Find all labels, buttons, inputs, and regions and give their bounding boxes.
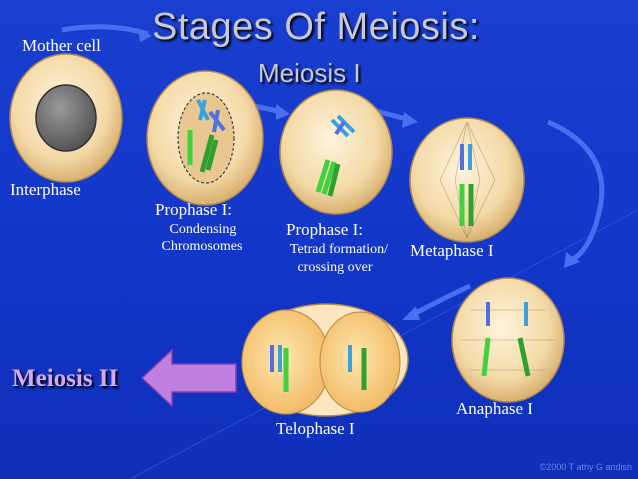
prophase1-condensing-cell [146,70,264,206]
slide-title: Stages Of Meiosis: [152,6,480,48]
nuclear-envelope [177,92,235,184]
label-telophase1: Telophase I [276,419,355,438]
prophase1-tetrad-cell [279,89,393,215]
slide-subtitle: Meiosis I [258,58,361,88]
separating-chromosomes [481,302,531,377]
label-interphase: Interphase [10,180,81,199]
arrow-1 [61,24,149,37]
telophase1-cells [241,303,409,417]
label-meiosis-ii: Meiosis II [12,365,119,392]
label-prophase1a-line2: Chromosomes [161,239,243,254]
telophase-chromosomes [270,345,367,392]
label-mother-cell: Mother cell [22,36,101,55]
metaphase1-cell [409,117,525,243]
tetrad [315,114,356,197]
chromosome [187,99,226,173]
label-prophase1b-line2: crossing over [297,260,373,275]
nucleus [35,84,97,152]
label-prophase1b: Prophase I: [286,220,363,239]
interphase-cell [9,53,123,183]
daughter-cell-right [319,311,401,413]
arrow-4 [546,119,605,263]
label-anaphase1: Anaphase I [456,399,533,418]
label-metaphase1: Metaphase I [410,241,494,260]
aligned-chromosomes [459,144,474,226]
spindle [439,121,496,239]
label-prophase1a-line1: Condensing [169,222,237,237]
label-prophase1b-line1: Tetrad formation/ [289,242,389,257]
meiosis-ii-arrow [140,348,237,408]
anaphase1-cell [451,277,565,403]
footer-copyright: ©2000 T athy G andish [539,462,632,472]
label-prophase1a: Prophase I: [155,200,232,219]
